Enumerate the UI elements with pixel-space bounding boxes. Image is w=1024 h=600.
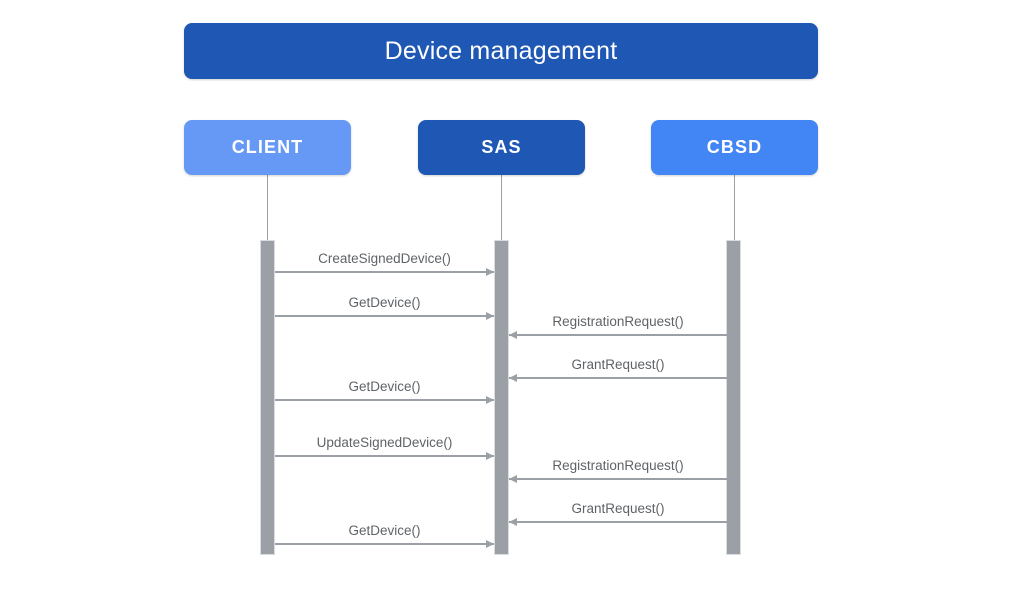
- arrow-head-icon: [486, 396, 494, 404]
- arrow-head-icon: [486, 452, 494, 460]
- message-line: [275, 455, 494, 457]
- message-label: GetDevice(): [348, 523, 421, 538]
- message-9[interactable]: GetDevice(): [275, 523, 494, 548]
- arrow-head-icon: [509, 331, 517, 339]
- arrow-head-icon: [509, 374, 517, 382]
- arrow-head-icon: [486, 540, 494, 548]
- message-line: [275, 399, 494, 401]
- message-line: [275, 271, 494, 273]
- message-label: RegistrationRequest(): [552, 458, 684, 473]
- message-line: [275, 315, 494, 317]
- message-7[interactable]: RegistrationRequest(): [509, 458, 727, 483]
- arrow-head-icon: [509, 475, 517, 483]
- participant-label-cbsd: CBSD: [706, 137, 763, 157]
- message-line: [509, 521, 727, 523]
- participant-label-sas: SAS: [481, 137, 522, 157]
- message-line: [509, 334, 727, 336]
- activation-bar-cbsd: [726, 240, 741, 555]
- lifeline-client: [267, 175, 268, 240]
- message-label: GrantRequest(): [571, 501, 665, 516]
- message-8[interactable]: GrantRequest(): [509, 501, 727, 526]
- message-2[interactable]: GetDevice(): [275, 295, 494, 320]
- lifeline-cbsd: [734, 175, 735, 240]
- participant-cbsd[interactable]: CBSD: [651, 120, 818, 175]
- message-5[interactable]: GetDevice(): [275, 379, 494, 404]
- message-4[interactable]: GrantRequest(): [509, 357, 727, 382]
- arrow-head-icon: [509, 518, 517, 526]
- message-label: GetDevice(): [348, 295, 421, 310]
- message-line: [509, 478, 727, 480]
- page-title: Device management: [384, 36, 618, 65]
- activation-bar-client: [260, 240, 275, 555]
- message-6[interactable]: UpdateSignedDevice(): [275, 435, 494, 460]
- arrow-head-icon: [486, 312, 494, 320]
- activation-bar-sas: [494, 240, 509, 555]
- lifeline-sas: [501, 175, 502, 240]
- message-1[interactable]: CreateSignedDevice(): [275, 251, 494, 276]
- message-line: [509, 377, 727, 379]
- message-3[interactable]: RegistrationRequest(): [509, 314, 727, 339]
- message-line: [275, 543, 494, 545]
- message-label: CreateSignedDevice(): [318, 251, 451, 266]
- diagram-title-bar: Device management: [184, 23, 818, 79]
- participant-client[interactable]: CLIENT: [184, 120, 351, 175]
- participant-sas[interactable]: SAS: [418, 120, 585, 175]
- message-label: RegistrationRequest(): [552, 314, 684, 329]
- message-label: GetDevice(): [348, 379, 421, 394]
- message-label: UpdateSignedDevice(): [316, 435, 453, 450]
- arrow-head-icon: [486, 268, 494, 276]
- participant-label-client: CLIENT: [231, 137, 304, 157]
- message-label: GrantRequest(): [571, 357, 665, 372]
